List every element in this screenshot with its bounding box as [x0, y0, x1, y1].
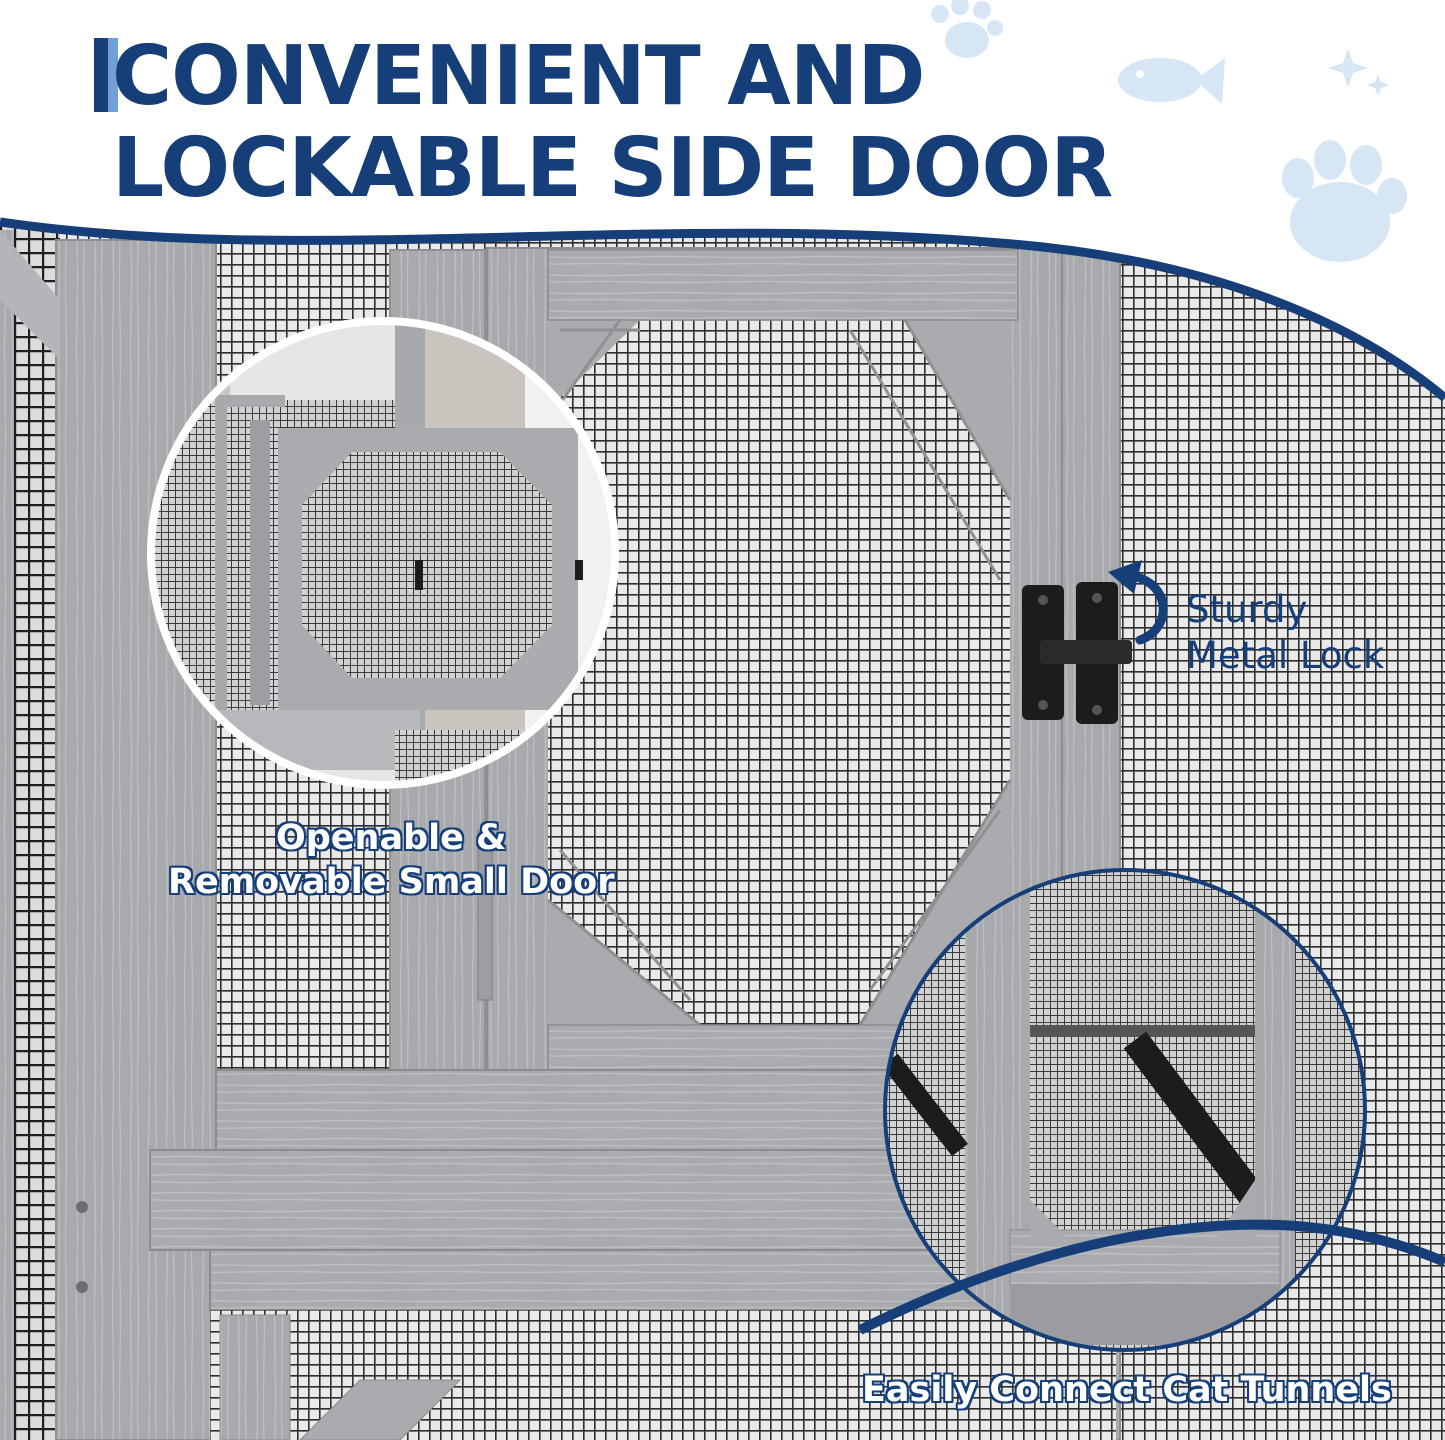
- small-door-callout-line-1: Openable &: [276, 818, 507, 858]
- metal-lock-icon: [1022, 582, 1132, 724]
- tunnel-door-inset: [883, 868, 1367, 1352]
- sparkle-icon: [1328, 48, 1389, 96]
- small-door-inset: [147, 317, 619, 789]
- tunnels-callout: Easily Connect Cat Tunnels: [862, 1370, 1392, 1410]
- lock-callout-line-2: Metal Lock: [1186, 634, 1385, 677]
- headline-line-1: CONVENIENT AND: [112, 29, 925, 124]
- headline-line-2: LOCKABLE SIDE DOOR: [112, 121, 1113, 216]
- paw-print-icon: [1282, 140, 1407, 262]
- title-accent-highlight: [108, 38, 118, 112]
- curved-arrow-icon: [1135, 573, 1168, 645]
- small-door-callout-line-2: Removable Small Door: [168, 862, 615, 902]
- lock-callout-line-1: Sturdy: [1186, 588, 1308, 631]
- fish-icon: [1118, 58, 1225, 104]
- arrowhead-icon: [1108, 560, 1142, 594]
- paw-print-icon: [931, 0, 1003, 58]
